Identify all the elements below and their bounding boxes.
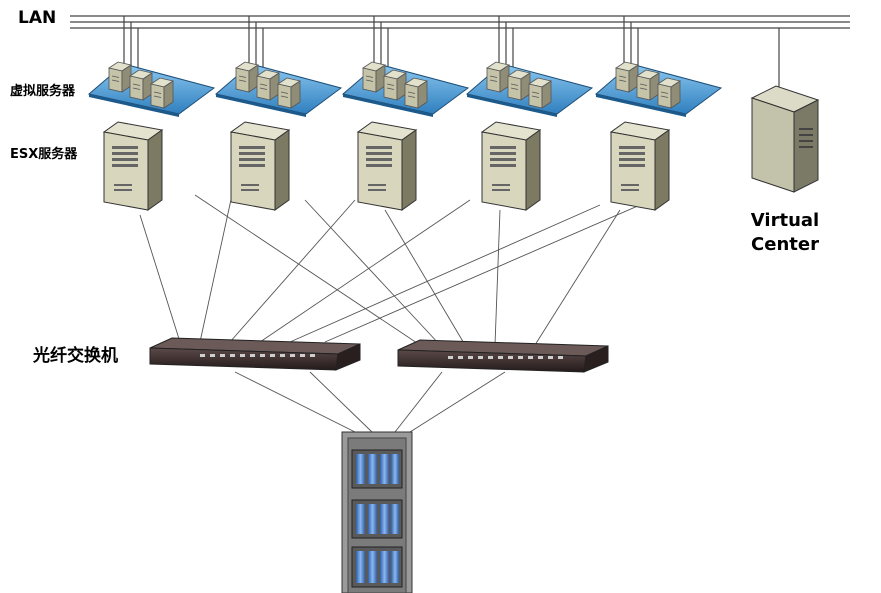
- lan-label: LAN: [18, 8, 57, 28]
- disk-shelf-1: [351, 449, 403, 489]
- lan-drops: [123, 16, 780, 92]
- virtual-center-label: Virtual Center: [750, 209, 820, 257]
- esx-host-1: [89, 62, 214, 210]
- disk-shelf-3: [351, 546, 403, 588]
- esx-host-2: [216, 62, 341, 210]
- esx-servers-label: ESX服务器: [10, 147, 78, 162]
- esx-host-5: [596, 62, 721, 210]
- virtual-center-label-line1: Virtual: [750, 210, 820, 231]
- virtual-servers-label: 虚拟服务器: [10, 84, 76, 99]
- fc-switch-label: 光纤交换机: [33, 346, 118, 366]
- switch-ports: [200, 354, 563, 359]
- esx-host-3: [343, 62, 468, 210]
- disk-shelf-2: [351, 499, 403, 539]
- san-links: [139, 194, 641, 346]
- virtual-center-server: [750, 85, 820, 193]
- lan-bus: [70, 15, 850, 29]
- esx-host-4: [467, 62, 592, 210]
- storage-links: [234, 371, 506, 433]
- storage-array: [341, 431, 413, 593]
- virtual-center-label-line2: Center: [751, 234, 819, 255]
